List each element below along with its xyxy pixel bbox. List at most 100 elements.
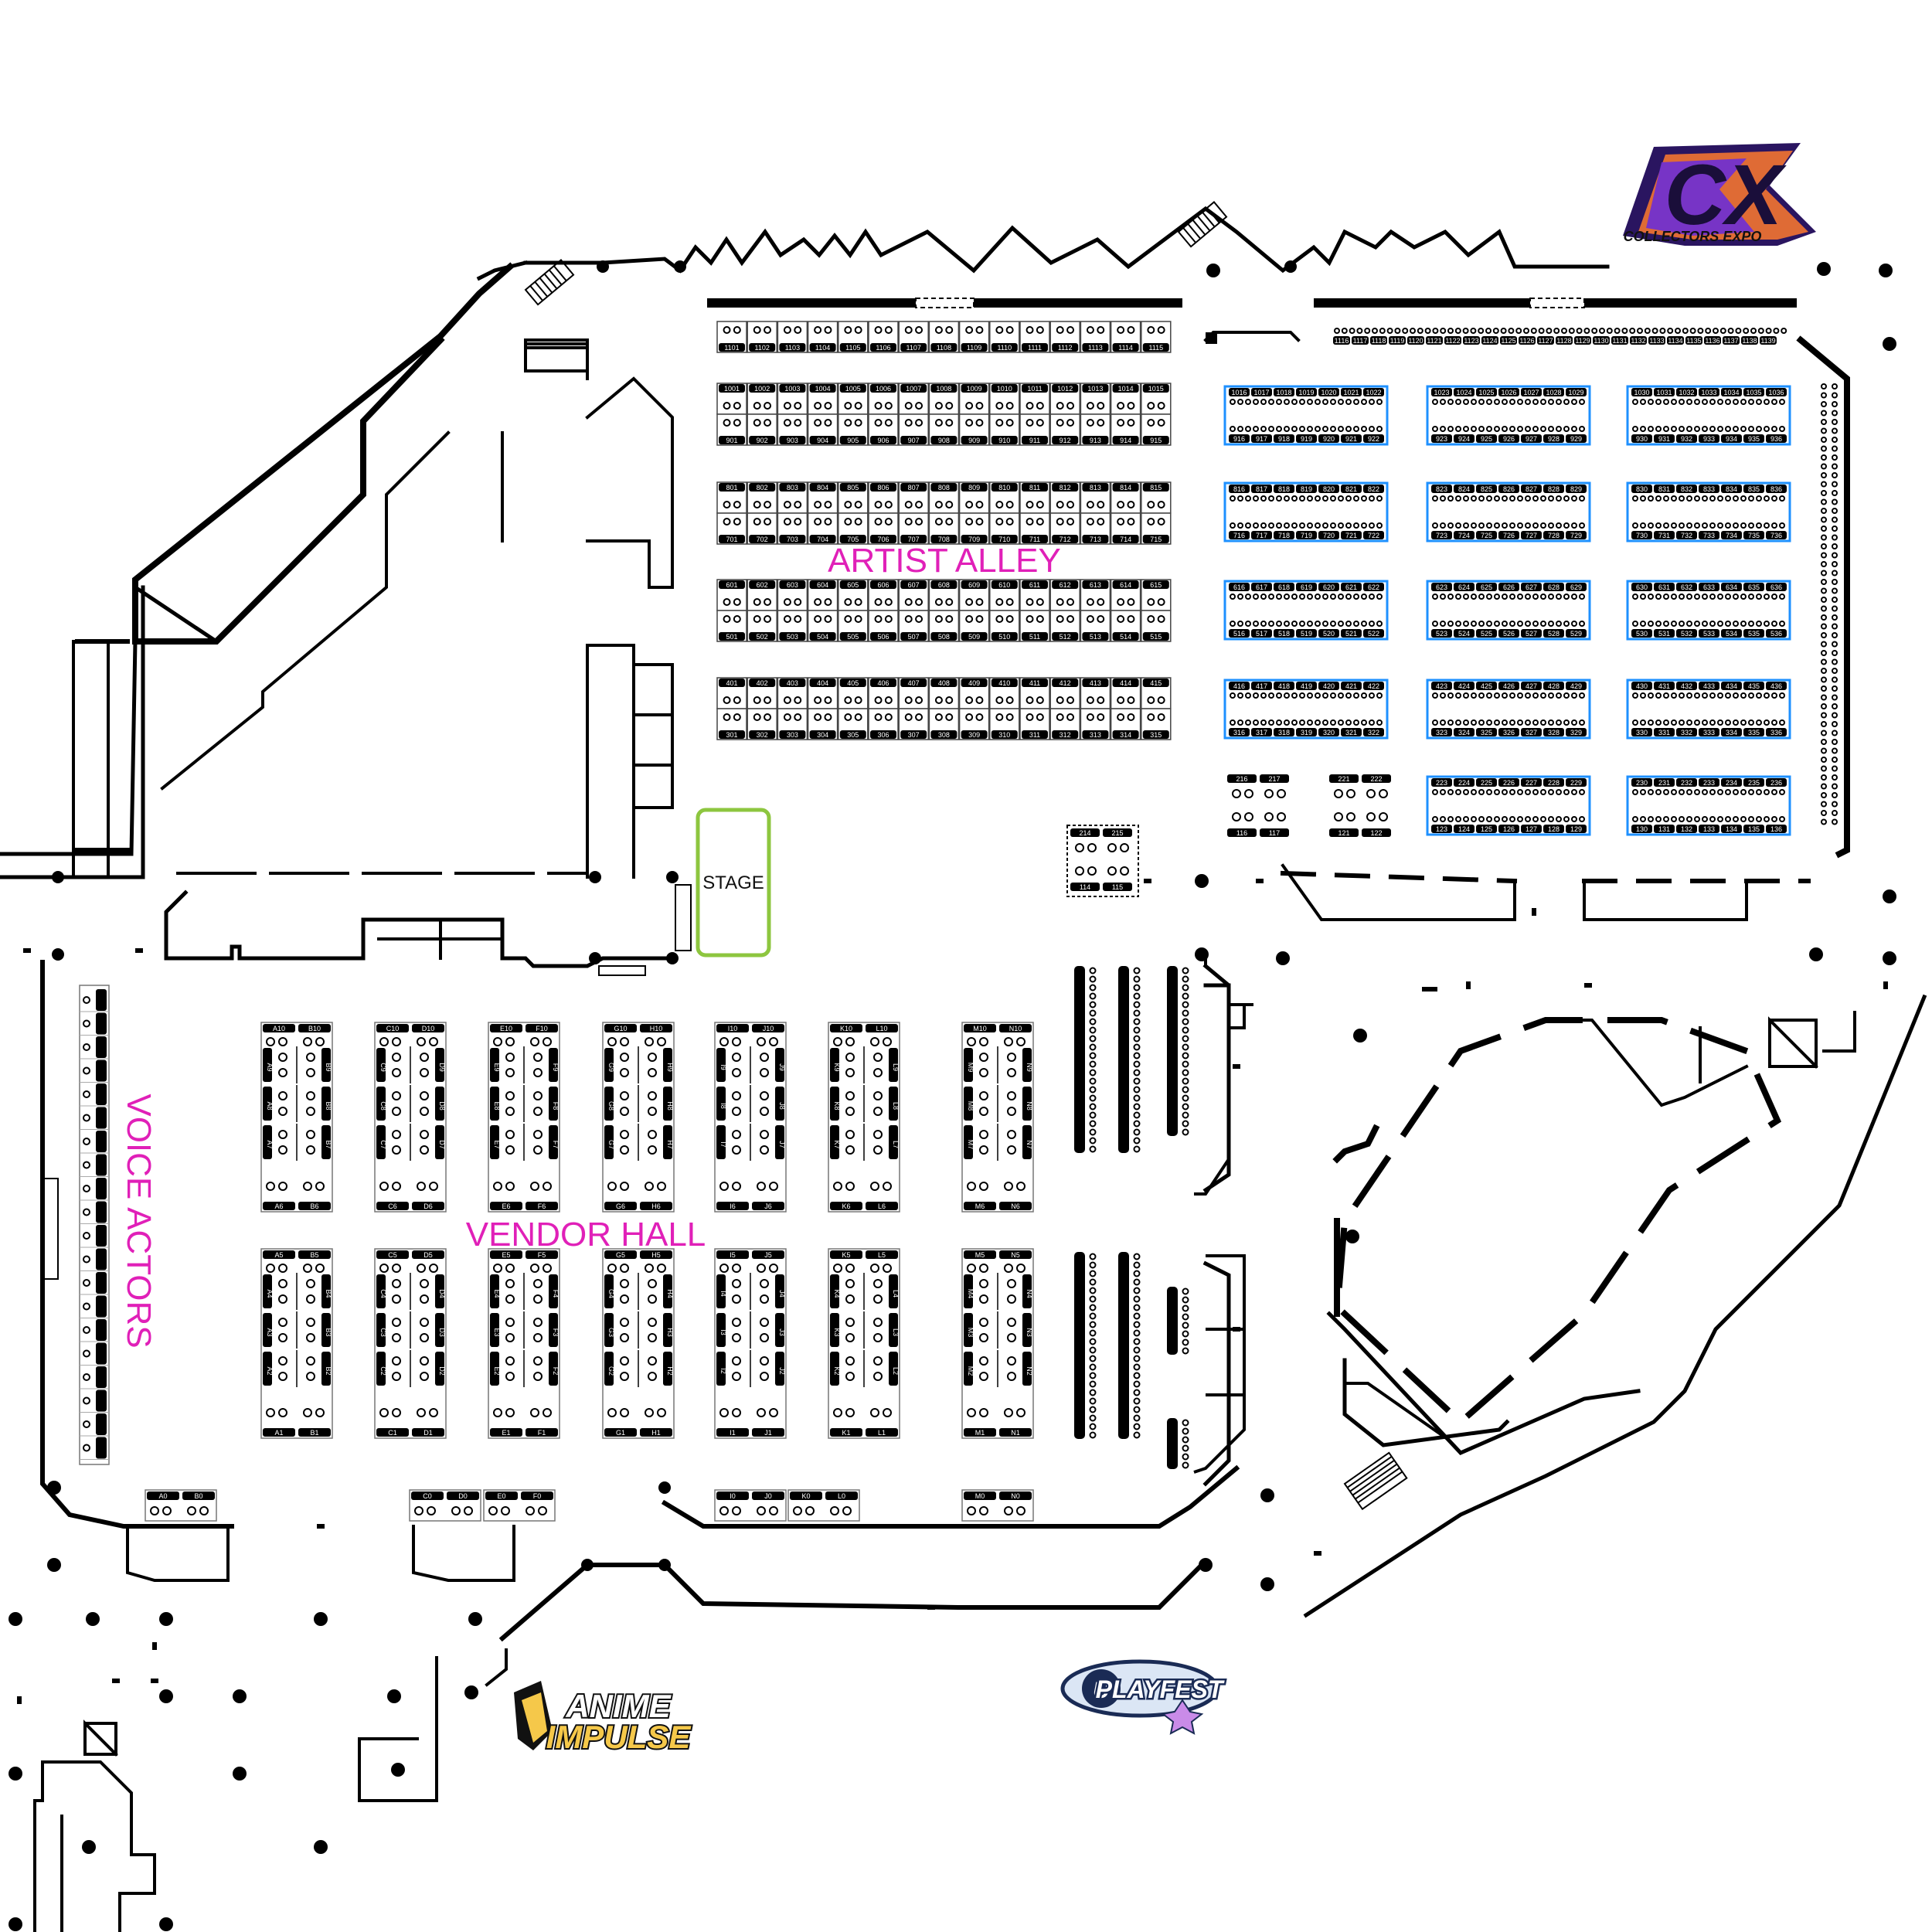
booth-403[interactable]: 403 [777,677,808,709]
booth-808[interactable]: 808 [928,481,960,514]
booth-509[interactable]: 509 [958,610,990,642]
booth-1010[interactable]: 1010 [989,383,1020,415]
voice-actor-booth[interactable] [80,1295,109,1318]
booth-702[interactable]: 702 [747,512,777,545]
booth-1005[interactable]: 1005 [838,383,869,415]
booth-514[interactable]: 514 [1110,610,1141,642]
booth-601[interactable]: 601 [716,579,747,611]
booth-304[interactable]: 304 [807,708,838,740]
booth-909[interactable]: 909 [958,413,990,446]
booth-411[interactable]: 411 [1019,677,1050,709]
booth-312[interactable]: 312 [1049,708,1080,740]
booth-1007[interactable]: 1007 [898,383,929,415]
booth-404[interactable]: 404 [807,677,838,709]
booth-1104[interactable]: 1104 [807,321,838,353]
booth-415[interactable]: 415 [1141,677,1172,709]
booth-1003[interactable]: 1003 [777,383,808,415]
booth-715[interactable]: 715 [1141,512,1172,545]
booth-307[interactable]: 307 [898,708,929,740]
booth-1012[interactable]: 1012 [1049,383,1080,415]
booth-902[interactable]: 902 [747,413,777,446]
booth-1110[interactable]: 1110 [989,321,1020,353]
booth-305[interactable]: 305 [838,708,869,740]
artist-block[interactable]: 6165166175176185186195196205206215216225… [1223,580,1389,641]
booth-1105[interactable]: 1105 [838,321,869,353]
booth-806[interactable]: 806 [868,481,899,514]
booth-615[interactable]: 615 [1141,579,1172,611]
booth-1103[interactable]: 1103 [777,321,808,353]
booth-714[interactable]: 714 [1110,512,1141,545]
voice-actor-booth[interactable] [80,1012,109,1036]
vertical-booth-column[interactable] [1167,1418,1189,1469]
booth-504[interactable]: 504 [807,610,838,642]
booth-614[interactable]: 614 [1110,579,1141,611]
booth-810[interactable]: 810 [989,481,1020,514]
vertical-booth-column[interactable] [1167,1287,1189,1355]
vertical-booth-column[interactable] [1118,966,1141,1153]
vertical-booth-column[interactable] [1074,1252,1097,1439]
booth-907[interactable]: 907 [898,413,929,446]
voice-actor-booth[interactable] [80,1178,109,1201]
voice-actor-booth[interactable] [80,989,109,1012]
booth-512[interactable]: 512 [1049,610,1080,642]
booth-712[interactable]: 712 [1049,512,1080,545]
booth-809[interactable]: 809 [958,481,990,514]
booth-713[interactable]: 713 [1080,512,1111,545]
booth-915[interactable]: 915 [1141,413,1172,446]
booth-315[interactable]: 315 [1141,708,1172,740]
artist-block[interactable]: 8167168177178187188197198207208217218227… [1223,481,1389,543]
booth-402[interactable]: 402 [747,677,777,709]
stage[interactable]: STAGE [696,808,771,957]
booth-503[interactable]: 503 [777,610,808,642]
booth-306[interactable]: 306 [868,708,899,740]
booth-911[interactable]: 911 [1019,413,1050,446]
booth-1013[interactable]: 1013 [1080,383,1111,415]
voice-actor-booth[interactable] [80,1413,109,1437]
booth-611[interactable]: 611 [1019,579,1050,611]
booth-709[interactable]: 709 [958,512,990,545]
voice-actor-booth[interactable] [80,1083,109,1107]
booth-502[interactable]: 502 [747,610,777,642]
booth-904[interactable]: 904 [807,413,838,446]
booth-604[interactable]: 604 [807,579,838,611]
booth-302[interactable]: 302 [747,708,777,740]
booth-910[interactable]: 910 [989,413,1020,446]
booth-912[interactable]: 912 [1049,413,1080,446]
booth-412[interactable]: 412 [1049,677,1080,709]
booth-811[interactable]: 811 [1019,481,1050,514]
booth-511[interactable]: 511 [1019,610,1050,642]
booth-301[interactable]: 301 [716,708,747,740]
booth-610[interactable]: 610 [989,579,1020,611]
voice-actor-booth[interactable] [80,1342,109,1366]
booth-413[interactable]: 413 [1080,677,1111,709]
booth-903[interactable]: 903 [777,413,808,446]
booth-807[interactable]: 807 [898,481,929,514]
booth-705[interactable]: 705 [838,512,869,545]
booth-906[interactable]: 906 [868,413,899,446]
artist-block[interactable]: 1023923102492410259251026926102792710289… [1426,385,1591,446]
booth-406[interactable]: 406 [868,677,899,709]
voice-actor-booth[interactable] [80,1154,109,1177]
booth-612[interactable]: 612 [1049,579,1080,611]
booth-1101[interactable]: 1101 [716,321,747,353]
artist-block[interactable]: 8237238247248257258267268277278287288297… [1426,481,1591,543]
booth-410[interactable]: 410 [989,677,1020,709]
booth-515[interactable]: 515 [1141,610,1172,642]
booth-815[interactable]: 815 [1141,481,1172,514]
booth-311[interactable]: 311 [1019,708,1050,740]
artist-block[interactable]: 4303304313314323324333334343344353354363… [1626,679,1791,740]
